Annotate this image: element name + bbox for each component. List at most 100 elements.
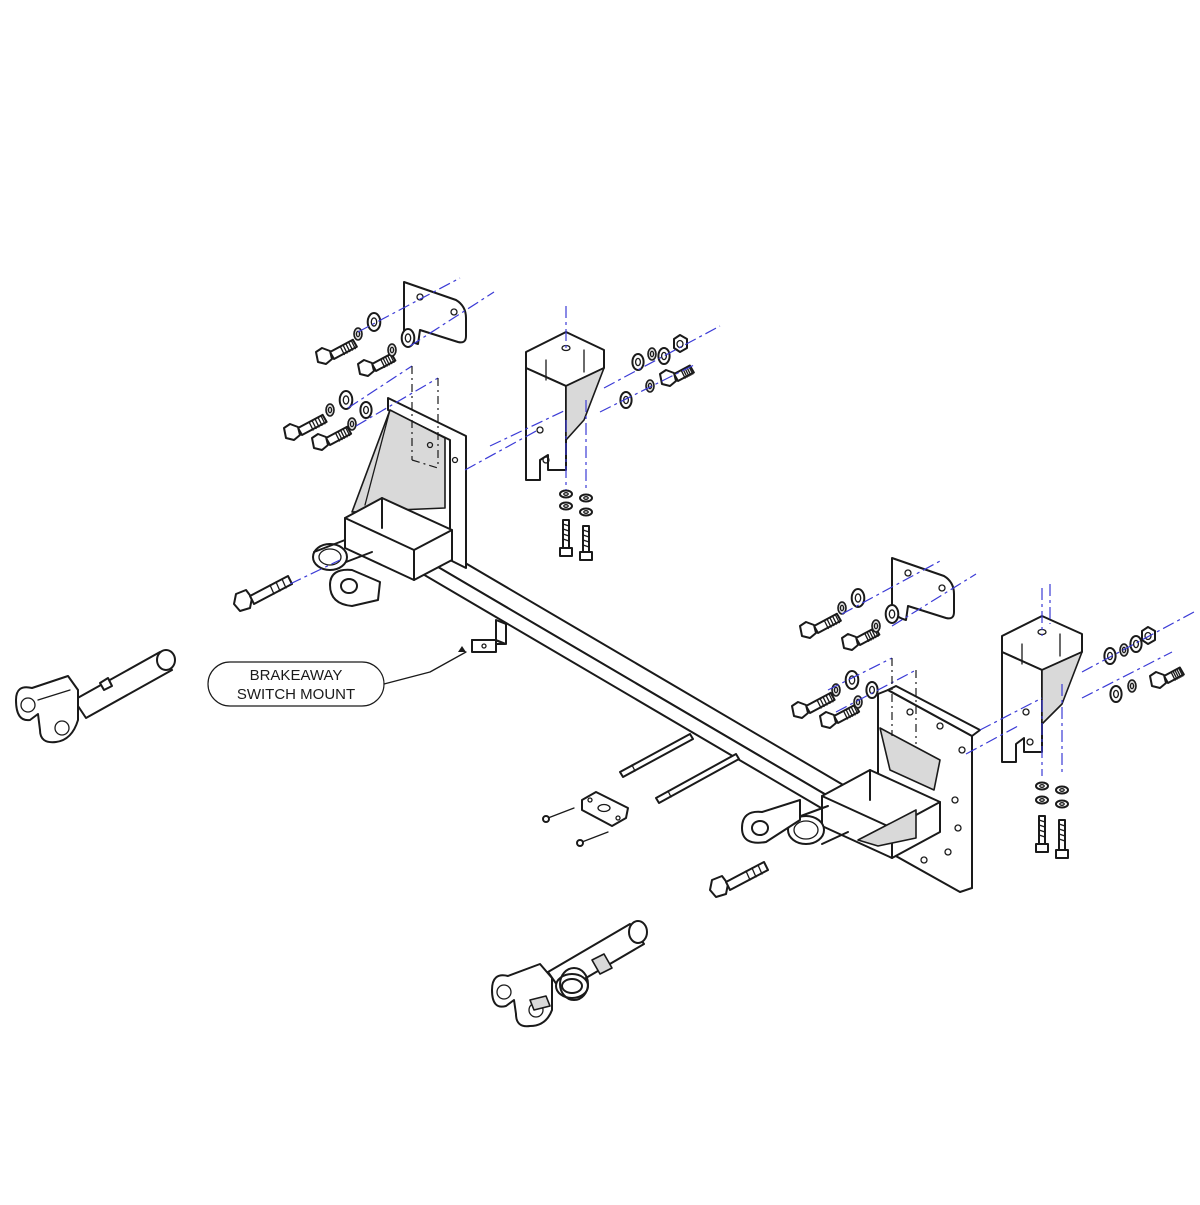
vbolt-thread <box>582 539 590 543</box>
bolt-shaft <box>1163 666 1185 684</box>
flat-washer <box>559 501 573 511</box>
washer-hole <box>404 333 412 343</box>
bolt-thread <box>345 342 351 353</box>
washer <box>1109 685 1123 703</box>
bolt-thread <box>822 696 828 706</box>
leader-lines <box>411 366 917 744</box>
callout-label-line1: BRAKEAWAY <box>250 667 343 684</box>
hex-nut <box>1141 626 1156 645</box>
lock-washer <box>325 403 335 417</box>
bolt-thread <box>342 344 348 354</box>
lock-washer-hole <box>649 350 655 358</box>
lock-washer-hole <box>839 604 845 612</box>
right-upper-plate <box>891 557 955 621</box>
bolt-thread <box>834 613 840 624</box>
flat-washer-hole <box>563 492 569 496</box>
flat-washer-hole <box>1059 788 1065 792</box>
bolt-thread <box>816 699 822 709</box>
cable-rods <box>619 733 740 804</box>
bolt-thread <box>1176 668 1182 678</box>
washer-hole <box>888 609 896 619</box>
bolt-head <box>791 701 809 719</box>
lock-washer-hole <box>349 420 355 428</box>
brakeaway-callout: BRAKEAWAY SWITCH MOUNT <box>207 646 467 707</box>
left-tow-pin <box>15 649 176 744</box>
washer <box>366 312 382 332</box>
washer <box>844 670 860 690</box>
bolt-thread <box>823 619 829 630</box>
bolt-thread <box>825 694 831 704</box>
lock-washer <box>645 379 655 393</box>
vbolt-head <box>559 547 573 557</box>
washer <box>1129 635 1143 653</box>
bolt-head <box>311 433 329 451</box>
lock-washer <box>387 343 397 357</box>
lock-washer-hole <box>833 686 839 694</box>
centerlines <box>289 277 1195 776</box>
vbolt-thread <box>1058 838 1066 842</box>
flat-washer-hole <box>1039 784 1045 788</box>
bolt-thread <box>350 339 356 350</box>
bolt-thread <box>342 428 348 438</box>
left-angle-bracket <box>525 331 605 481</box>
bolt-head <box>819 711 837 729</box>
flat-washer <box>559 489 573 499</box>
bolt-thread <box>314 418 320 428</box>
bolt-thread <box>828 693 834 703</box>
lock-washer <box>353 327 363 341</box>
bolt-thread <box>317 416 323 426</box>
lock-washer-hole <box>1129 682 1135 690</box>
bolt-thread <box>864 632 870 642</box>
bolt-thread <box>344 426 351 437</box>
washer <box>359 401 373 419</box>
washer-hole <box>370 317 378 327</box>
lock-washer-hole <box>389 346 395 354</box>
bolt-shaft <box>325 425 353 446</box>
bolt-thread <box>1172 670 1178 680</box>
bolt-thread <box>382 357 388 367</box>
bolt-head <box>799 621 817 639</box>
right-through-bolt <box>709 861 769 898</box>
lock-washer <box>853 695 863 709</box>
snap-ring <box>559 967 589 1001</box>
bolt-thread <box>866 631 872 641</box>
flat-washer <box>579 507 593 517</box>
flat-washer-hole <box>583 510 589 514</box>
bolt-head <box>315 347 333 365</box>
flat-washer <box>1055 799 1069 809</box>
flat-washer-hole <box>1039 798 1045 802</box>
bolt-thread <box>1170 671 1176 681</box>
bolt-thread <box>380 358 386 368</box>
washer <box>865 681 879 699</box>
vbolt-thread <box>562 533 570 537</box>
left-through-bolt <box>233 575 293 612</box>
washer <box>884 604 900 624</box>
hex-nut <box>673 334 688 353</box>
bolt-thread <box>339 345 345 356</box>
bottom-tow-pin <box>491 920 648 1028</box>
washer-hole <box>854 593 862 603</box>
bolt-thread <box>311 419 317 430</box>
vbolt-thread <box>1038 834 1046 838</box>
lock-washer-hole <box>327 406 333 414</box>
flat-washer <box>1035 795 1049 805</box>
lock-washer <box>347 417 357 431</box>
bolt-thread <box>337 430 343 441</box>
vbolt-thread <box>1038 819 1046 823</box>
bolt-thread <box>384 356 391 366</box>
bolt-thread <box>852 704 859 715</box>
flat-washer <box>1055 785 1069 795</box>
washer-hole <box>342 395 350 405</box>
bolt-thread <box>847 707 854 717</box>
washer <box>657 347 671 365</box>
hex-nut-hole <box>1144 631 1152 641</box>
vbolt-head <box>579 551 593 561</box>
bolt-thread <box>680 369 686 379</box>
lock-washer-hole <box>873 622 879 630</box>
vbolt-thread <box>582 534 590 538</box>
bolt-thread <box>850 706 856 716</box>
vbolt-thread <box>1038 824 1046 828</box>
bolt-thread <box>871 628 877 639</box>
vbolt-thread <box>562 528 570 532</box>
